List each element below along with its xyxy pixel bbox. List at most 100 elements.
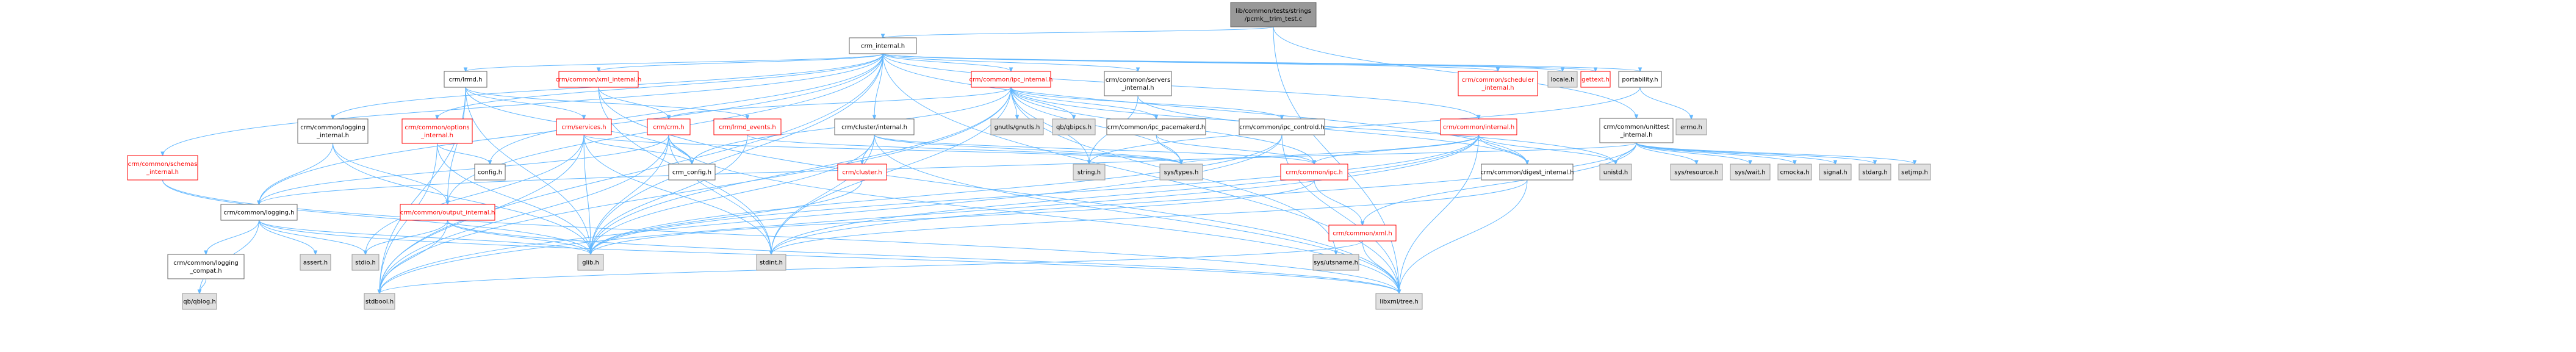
edge-crm_internal-to-crm_lrmd (466, 53, 883, 71)
node-ipc-controld[interactable]: crm/common/ipc_controld.h (1239, 118, 1325, 135)
edge-portability-to-string (1089, 87, 1641, 164)
node-label: unistd.h (1603, 170, 1628, 176)
node-root[interactable]: lib/common/tests/strings/pcmk__trim_test… (1230, 2, 1317, 27)
node-digest-internal[interactable]: crm/common/digest_internal.h (1480, 163, 1574, 181)
edge-crm_crm-to-stdint (668, 134, 771, 254)
node-box (1052, 118, 1096, 135)
edge-servers_internal-to-digest_internal (1137, 95, 1527, 164)
node-box (364, 293, 395, 310)
edge-crm_internal-to-portability (882, 53, 1640, 71)
node-schemas-internal[interactable]: crm/common/schemas_internal.h (127, 155, 198, 181)
edge-ipc_internal-to-qbipcs (1010, 87, 1074, 119)
edge-root-to-crm_internal (883, 26, 1274, 38)
node-crm-cluster[interactable]: crm/cluster.h (837, 163, 887, 181)
node-label: crm/common/logging (173, 260, 239, 267)
node-label: stdio.h (355, 260, 376, 267)
node-crm-internal[interactable]: crm_internal.h (849, 37, 917, 54)
node-box (297, 118, 369, 144)
node-options-internal[interactable]: crm/common/options_internal.h (401, 118, 473, 144)
node-label: crm_config.h (672, 170, 711, 176)
edge-unittest-to-setjmp (1636, 142, 1915, 164)
edge-ipc_internal-to-ipc_pacemakerd (1010, 87, 1156, 119)
node-crm-crm[interactable]: crm/crm.h (647, 118, 691, 135)
edge-crm_services-to-glib (583, 134, 591, 254)
edge-unittest-to-sys_resource (1636, 142, 1697, 164)
node-glib: glib.h (577, 254, 604, 271)
node-box (713, 118, 782, 135)
edge-common_internal-to-glib (591, 134, 1479, 254)
node-xml-internal[interactable]: crm/common/xml_internal.h (556, 71, 642, 88)
node-label: gettext.h (1581, 77, 1610, 84)
node-label: crm/common/digest_internal.h (1480, 170, 1574, 176)
node-ipc-pacemakerd[interactable]: crm/common/ipc_pacemakerd.h (1106, 118, 1206, 135)
node-label: signal.h (1823, 170, 1847, 176)
node-common-logging[interactable]: crm/common/logging.h (220, 204, 298, 221)
edge-cluster_internal-to-common_ipc (874, 134, 1314, 164)
edge-options_internal-to-glib (437, 143, 591, 254)
node-servers-internal[interactable]: crm/common/servers_internal.h (1104, 71, 1172, 96)
node-label: crm/common/scheduler (1462, 77, 1534, 84)
node-label: crm/common/internal.h (1443, 124, 1514, 131)
node-scheduler-internal[interactable]: crm/common/scheduler_internal.h (1458, 71, 1538, 96)
node-lrmd-events[interactable]: crm/lrmd_events.h (713, 118, 782, 135)
node-label: qb/qbipcs.h (1056, 124, 1092, 131)
node-portability[interactable]: portability.h (1618, 71, 1662, 88)
node-ipc-internal[interactable]: crm/common/ipc_internal.h (970, 71, 1053, 88)
node-label: crm/common/options (405, 124, 469, 131)
edge-common_logging-to-stdio (259, 220, 366, 254)
edge-ipc_internal-to-ipc_controld (1010, 87, 1282, 119)
node-common-xml[interactable]: crm/common/xml.h (1328, 224, 1397, 242)
node-label: crm/common/ipc_internal.h (970, 77, 1053, 84)
node-assert: assert.h (300, 254, 331, 271)
node-label: _internal.h (316, 132, 349, 139)
node-box (127, 155, 198, 181)
node-label: lib/common/tests/strings (1236, 8, 1311, 15)
node-box (444, 71, 487, 88)
edge-root-to-libxml_tree (1273, 26, 1399, 293)
node-common-internal[interactable]: crm/common/internal.h (1440, 118, 1517, 135)
edge-logging_internal-to-glib (333, 143, 591, 254)
node-box (1599, 163, 1632, 181)
node-label: crm/common/output_internal.h (400, 210, 495, 217)
node-label: crm/cluster/internal.h (841, 124, 907, 131)
node-box (1481, 163, 1574, 181)
node-output-internal[interactable]: crm/common/output_internal.h (400, 204, 495, 221)
node-box (1230, 2, 1317, 27)
edge-cluster_internal-to-libxml_tree (874, 134, 1399, 293)
node-label: _internal.h (1121, 85, 1154, 92)
node-label: libxml/tree.h (1380, 299, 1418, 306)
node-box (849, 37, 917, 54)
node-label: sys/types.h (1164, 170, 1199, 176)
node-label: stdarg.h (1862, 170, 1887, 176)
node-box (401, 118, 473, 144)
node-gettext[interactable]: gettext.h (1580, 71, 1611, 88)
node-label: assert.h (303, 260, 328, 267)
node-label: setjmp.h (1901, 170, 1928, 176)
node-logging-internal[interactable]: crm/common/logging_internal.h (297, 118, 369, 144)
node-box (1580, 71, 1611, 88)
node-box (668, 163, 716, 181)
node-box (577, 254, 604, 271)
node-logging-compat[interactable]: crm/common/logging_compat.h (167, 254, 245, 279)
node-label: sys/utsname.h (1314, 260, 1358, 267)
node-cluster-internal[interactable]: crm/cluster/internal.h (834, 118, 915, 135)
node-common-ipc[interactable]: crm/common/ipc.h (1280, 163, 1348, 181)
edge-unittest-to-sys_wait (1636, 142, 1750, 164)
edge-output_internal-to-glib (447, 220, 591, 254)
node-label: crm/common/xml_internal.h (556, 77, 642, 84)
edge-xml_internal-to-crm_crm (598, 87, 669, 119)
node-crm-config[interactable]: crm_config.h (668, 163, 716, 181)
edge-crm_internal-to-options_internal (437, 53, 883, 119)
edge-schemas_internal-to-libxml_tree (162, 179, 1400, 293)
node-label: crm/lrmd.h (449, 77, 483, 84)
node-config[interactable]: config.h (474, 163, 506, 181)
node-unittest[interactable]: crm/common/unittest_internal.h (1599, 118, 1674, 143)
node-crm-services[interactable]: crm/services.h (556, 118, 612, 135)
edge-crm_lrmd-to-crm_services (465, 87, 584, 119)
edge-common_logging-to-assert (259, 220, 316, 254)
node-crm-lrmd[interactable]: crm/lrmd.h (444, 71, 487, 88)
node-box (647, 118, 691, 135)
node-label: crm/crm.h (653, 124, 684, 131)
edge-common_logging-to-libxml_tree (259, 220, 1400, 293)
